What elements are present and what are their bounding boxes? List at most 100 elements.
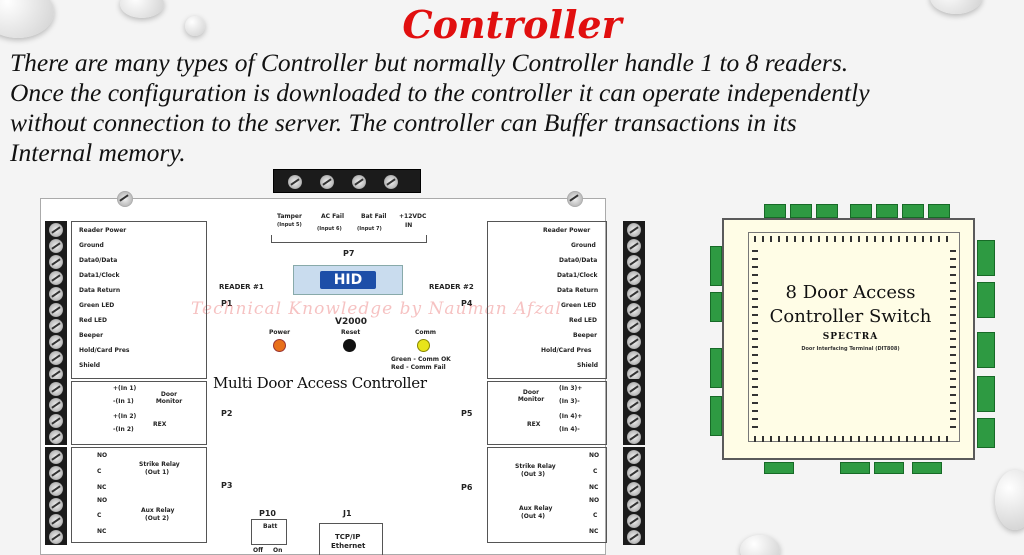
aux-relay-label: Aux Relay <box>141 507 175 514</box>
bat-fail-sub: (Input 7) <box>357 226 382 232</box>
eight-door-controller-board: 8 Door Access Controller Switch SPECTRA … <box>710 204 995 474</box>
pin-label: Beeper <box>79 332 104 339</box>
board2-line2: Controller Switch <box>769 306 932 327</box>
left-input-terminal <box>45 379 67 445</box>
left-relay-terminal <box>45 447 67 545</box>
paragraph-line: Once the configuration is downloaded to … <box>10 78 870 107</box>
ac-fail-label: AC Fail <box>321 213 345 220</box>
paragraph-line: Internal memory. <box>10 138 186 167</box>
power-led-label: Power <box>269 329 291 336</box>
screw-icon <box>627 450 641 464</box>
pin-label: Beeper <box>573 332 598 339</box>
screw-icon <box>49 414 63 428</box>
screw-icon <box>49 271 63 285</box>
edge-pin-col-left <box>752 250 758 430</box>
pin-label: Reader Power <box>79 227 127 234</box>
screw-icon <box>49 450 63 464</box>
relay-pin-label: NC <box>97 484 107 491</box>
screw-icon <box>49 303 63 317</box>
model-label: V2000 <box>335 317 368 327</box>
screw-icon <box>384 175 398 189</box>
screw-icon <box>288 175 302 189</box>
door-monitor-label: Door Monitor <box>155 391 183 405</box>
input-label: (In 3)- <box>559 398 580 405</box>
pin-label: Data1/Clock <box>557 272 598 279</box>
green-terminal <box>902 204 924 218</box>
screw-icon <box>49 319 63 333</box>
water-drop-decoration <box>185 16 205 36</box>
paragraph-line: There are many types of Controller but n… <box>10 48 849 77</box>
green-terminal <box>850 204 872 218</box>
screw-icon <box>352 175 366 189</box>
edge-pin-row-top <box>754 236 954 242</box>
slide-title: Controller <box>402 2 622 47</box>
right-relay-box <box>487 447 607 543</box>
screw-icon <box>49 351 63 365</box>
green-terminal <box>764 462 794 474</box>
slide-paragraph: There are many types of Controller but n… <box>10 48 1010 168</box>
left-reader-terminal <box>45 221 67 381</box>
relay-pin-label: NO <box>589 452 600 459</box>
board-caption: Multi Door Access Controller <box>213 374 427 392</box>
green-terminal <box>977 282 995 318</box>
paragraph-line: without connection to the server. The co… <box>10 108 797 137</box>
screw-icon <box>49 466 63 480</box>
p4-label: P4 <box>461 299 473 308</box>
board2-tagline: Door Interfacing Terminal (DIT808) <box>801 346 900 352</box>
screw-icon <box>627 414 641 428</box>
on-label: On <box>273 547 283 554</box>
input-label: (In 3)+ <box>559 385 583 392</box>
top-terminal-bracket <box>271 235 427 243</box>
input-label: (In 4)- <box>559 426 580 433</box>
water-drop-decoration <box>995 470 1024 530</box>
strike-relay-sub: (Out 1) <box>145 469 169 476</box>
strike-relay-label: Strike Relay <box>515 463 556 470</box>
comm-led-label: Comm <box>415 329 437 336</box>
screw-icon <box>49 498 63 512</box>
input-label: +(In 2) <box>113 413 137 420</box>
screw-icon <box>49 398 63 412</box>
screw-icon <box>49 482 63 496</box>
pin-label: Ground <box>571 242 596 249</box>
bat-fail-label: Bat Fail <box>361 213 387 220</box>
water-drop-decoration <box>930 0 982 14</box>
green-terminal <box>790 204 812 218</box>
screw-icon <box>627 239 641 253</box>
hid-logo: HID <box>320 271 376 289</box>
ethernet-label: Ethernet <box>331 542 366 550</box>
edge-pin-col-right <box>950 250 956 430</box>
j1-label: J1 <box>343 509 352 518</box>
p3-label: P3 <box>221 481 233 490</box>
screw-icon <box>49 223 63 237</box>
top-terminal-block <box>273 169 421 193</box>
screw-icon <box>627 287 641 301</box>
screw-icon <box>49 287 63 301</box>
left-reader-box <box>71 221 207 379</box>
ac-fail-sub: (Input 6) <box>317 226 342 232</box>
ethernet-port-box <box>319 523 383 555</box>
edge-pin-row-bottom <box>754 436 954 442</box>
strike-relay-label: Strike Relay <box>139 461 180 468</box>
screw-icon <box>49 239 63 253</box>
pin-label: Green LED <box>79 302 115 309</box>
relay-pin-label: NC <box>589 484 599 491</box>
green-terminal <box>977 240 995 276</box>
left-relay-box <box>71 447 207 543</box>
dc-in-sub: IN <box>405 222 413 229</box>
relay-pin-label: C <box>97 468 102 475</box>
off-label: Off <box>253 547 263 554</box>
green-terminal <box>977 418 995 448</box>
p7-label: P7 <box>343 249 355 258</box>
tamper-label: Tamper <box>277 213 302 220</box>
pin-label: Hold/Card Pres <box>541 347 592 354</box>
relay-pin-label: NC <box>589 528 599 535</box>
green-terminal <box>874 462 904 474</box>
pin-label: Data Return <box>557 287 599 294</box>
strike-relay-sub: (Out 3) <box>521 471 545 478</box>
screw-icon <box>49 430 63 444</box>
relay-pin-label: C <box>97 512 102 519</box>
screw-icon <box>627 382 641 396</box>
screw-icon <box>627 271 641 285</box>
screw-icon <box>320 175 334 189</box>
right-input-terminal <box>623 379 645 445</box>
